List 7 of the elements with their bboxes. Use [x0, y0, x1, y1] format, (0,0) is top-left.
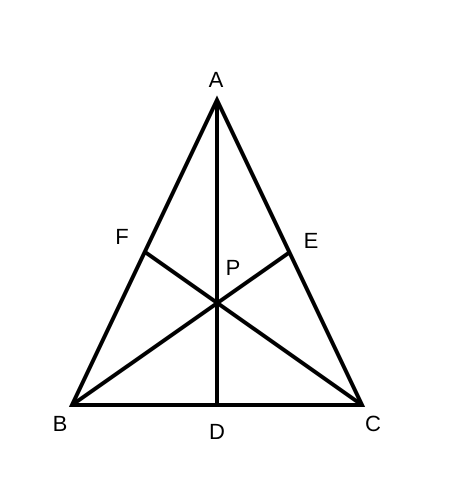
point-label: P: [226, 257, 240, 279]
point-label: B: [52, 413, 68, 435]
point-label: D: [209, 421, 225, 443]
point-label: F: [115, 226, 129, 248]
point-label: E: [304, 230, 318, 252]
point-label: C: [365, 413, 381, 435]
point-label: A: [208, 69, 224, 91]
